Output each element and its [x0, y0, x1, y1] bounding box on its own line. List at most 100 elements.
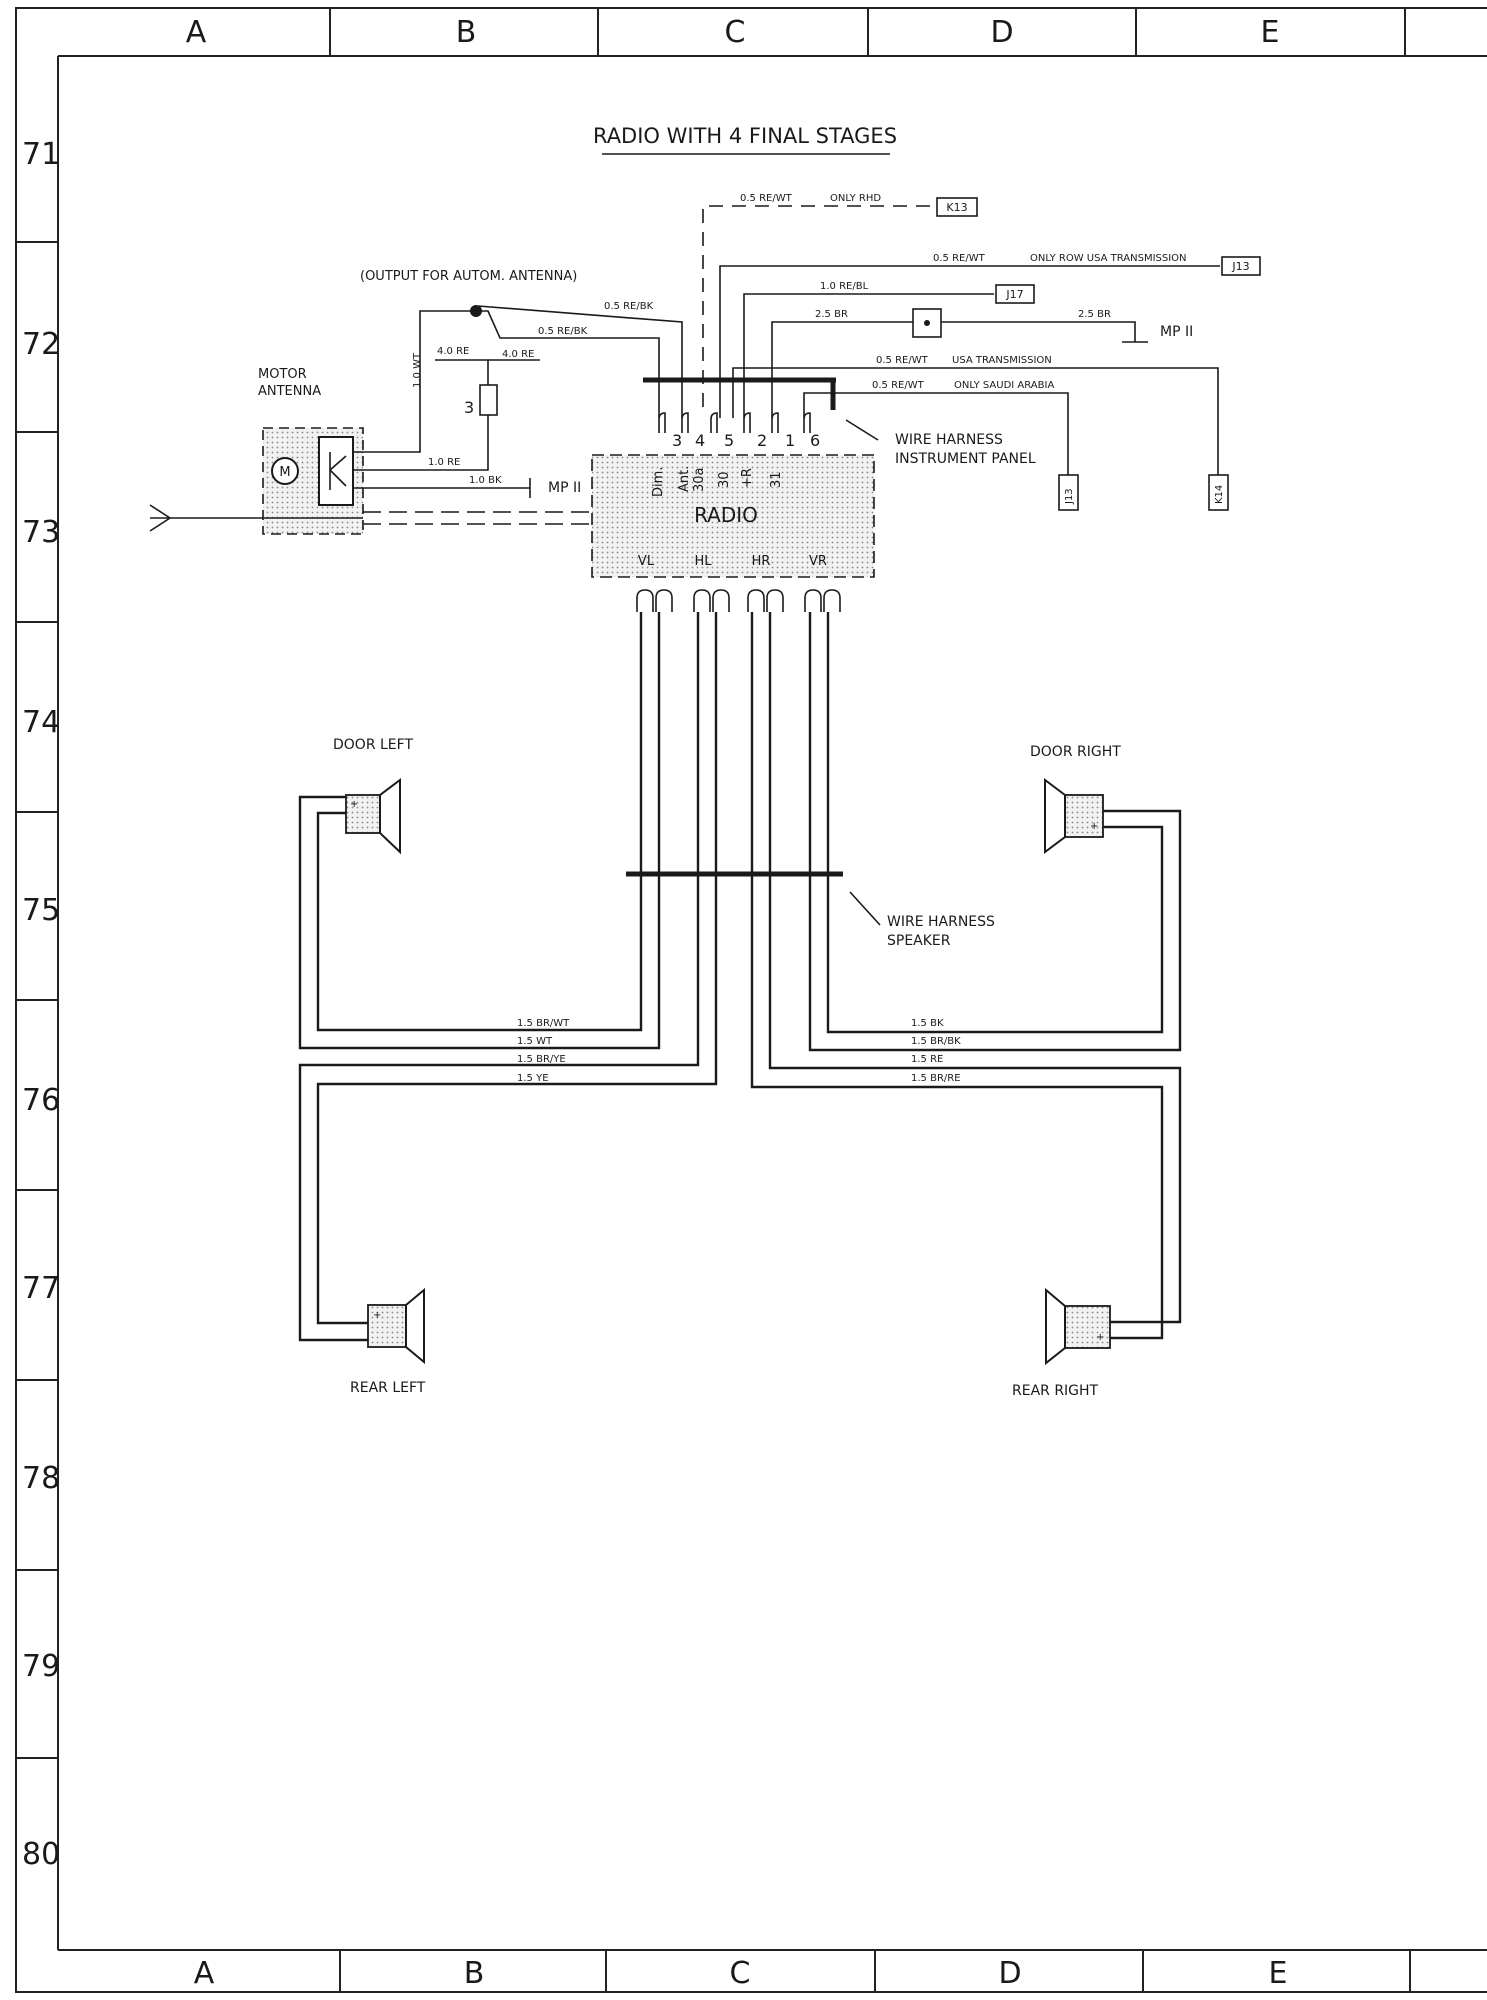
wire-label: ONLY RHD: [830, 193, 881, 204]
connector-j13-top: [1221, 256, 1261, 276]
wire-label: 2.5 BR: [815, 309, 848, 320]
wire-label: 0.5 RE/BK: [538, 326, 588, 337]
row-label: 74: [22, 705, 60, 740]
column-label-top: B: [456, 15, 477, 50]
wire-label: 1.5 RE: [911, 1054, 943, 1065]
connector-j17: [995, 284, 1035, 304]
wire-label: 0.5 RE/BK: [604, 301, 654, 312]
connector-k13: [936, 197, 978, 217]
wire-label: 0.5 RE/WT: [933, 253, 986, 264]
row-label: 71: [22, 137, 60, 172]
row-label: 72: [22, 327, 60, 362]
wire-label: 4.0 RE: [437, 346, 469, 357]
ground-label: MP II: [548, 480, 581, 496]
connector-label: J17: [1005, 288, 1023, 301]
connector-k14: [1208, 474, 1229, 511]
wire-label: 1.5 BK: [911, 1018, 944, 1029]
speaker-label: DOOR LEFT: [333, 737, 413, 753]
sheet-frame: [15, 7, 1487, 1993]
wire-label: 4.0 RE: [502, 349, 534, 360]
radio-pins-top: 3 4 5 2 1 6: [658, 412, 820, 450]
wire-label: 1.5 WT: [517, 1036, 553, 1047]
speaker-label: DOOR RIGHT: [1030, 744, 1121, 760]
connector-label: J13: [1064, 488, 1075, 505]
wire-label: 1.5 YE: [517, 1073, 549, 1084]
diagram-text: +: [373, 1310, 381, 1321]
column-label-top: D: [990, 15, 1013, 50]
radio-pin-number: 1: [785, 431, 795, 450]
radio-pin-number: 2: [757, 431, 767, 450]
wire-label: USA TRANSMISSION: [952, 355, 1052, 366]
diagram-text: M: [279, 465, 290, 480]
radio-pin-number: 6: [810, 431, 820, 450]
wire-label: 1.5 BR/WT: [517, 1018, 570, 1029]
row-label: 75: [22, 893, 60, 928]
column-label-bottom: D: [998, 1956, 1021, 1991]
wire-label: 1.5 BR/BK: [911, 1036, 961, 1047]
output-note: (OUTPUT FOR AUTOM. ANTENNA): [360, 269, 577, 284]
speaker-door-left: DOOR LEFT +: [333, 737, 413, 855]
row-label: 78: [22, 1461, 60, 1496]
top-wires: 0.5 RE/WT ONLY RHD K13 0.5 RE/WT ONLY RO…: [360, 193, 1261, 511]
wire-label: 2.5 BR: [1078, 309, 1111, 320]
wire-label: 1.0 RE/BL: [820, 281, 869, 292]
ground-label: MP II: [1160, 324, 1193, 340]
speaker-label: REAR RIGHT: [1012, 1383, 1099, 1399]
radio-pin-label: 31: [769, 471, 784, 488]
harness-label: WIRE HARNESS: [887, 914, 995, 930]
harness-label: INSTRUMENT PANEL: [895, 451, 1036, 467]
wire-label: 1.0 WT: [412, 352, 423, 388]
fuse-label: 3: [464, 398, 474, 417]
splice-box: [912, 308, 942, 338]
radio-pin-number: 3: [672, 431, 682, 450]
wire-label: 0.5 RE/WT: [876, 355, 929, 366]
radio-label: RADIO: [694, 503, 758, 527]
wire-label: ONLY SAUDI ARABIA: [954, 380, 1054, 391]
harness-label: SPEAKER: [887, 933, 951, 949]
radio-pin-label: +R: [740, 468, 755, 488]
radio-pin-label: 30: [717, 471, 732, 488]
diagram-text: +: [1096, 1332, 1104, 1343]
speaker-wiring: WIRE HARNESS SPEAKER 1.5 BR/WT 1.5 WT 1.…: [298, 612, 1182, 1342]
speaker-door-right: DOOR RIGHT +: [1030, 744, 1121, 854]
harness-label: WIRE HARNESS: [895, 432, 1003, 448]
motor-antenna: MOTOR ANTENNA M 1.0 WT 1.0 RE 1.0 BK MP …: [149, 310, 592, 535]
radio-pin-number: 4: [695, 431, 705, 450]
row-label: 73: [22, 515, 60, 550]
speaker-label: REAR LEFT: [350, 1380, 426, 1396]
column-label-bottom: B: [464, 1956, 485, 1991]
radio-pin-label: Dim.: [651, 467, 666, 497]
row-labels: 71 72 73 74 75 76 77 78 79 80: [22, 137, 60, 1872]
column-label-top: C: [725, 15, 746, 50]
connector-label: K13: [946, 201, 967, 214]
column-labels: A B C D E A B C D E: [186, 15, 1288, 1991]
wire-label: 0.5 RE/WT: [740, 193, 793, 204]
row-label: 80: [22, 1837, 60, 1872]
radio-output-label: VR: [809, 554, 827, 569]
column-label-top: A: [186, 15, 207, 50]
motor-antenna-label: MOTOR: [258, 367, 307, 382]
wire-label: 0.5 RE/WT: [872, 380, 925, 391]
radio-output-label: HR: [752, 554, 771, 569]
diagram-title: RADIO WITH 4 FINAL STAGES: [593, 124, 897, 148]
wire-label: ONLY ROW USA TRANSMISSION: [1030, 253, 1187, 264]
column-label-bottom: E: [1269, 1956, 1288, 1991]
wire-label: 1.5 BR/RE: [911, 1073, 961, 1084]
radio-pin-label: 30a: [692, 467, 707, 492]
connector-label: K14: [1214, 485, 1225, 504]
column-label-top: E: [1261, 15, 1280, 50]
diagram-text: +: [1090, 821, 1098, 832]
radio-output-label: VL: [638, 554, 655, 569]
connector-j13-bottom: [1058, 474, 1079, 511]
connector-label: J13: [1231, 260, 1249, 273]
radio-pins-bottom: [636, 589, 841, 612]
row-label: 76: [22, 1083, 60, 1118]
radio-pin-number: 5: [724, 431, 734, 450]
radio-pin-label: Ant.: [677, 466, 692, 492]
wire-label: 1.0 RE: [428, 457, 460, 468]
motor-antenna-label: ANTENNA: [258, 384, 321, 399]
diagram-text: +: [350, 799, 358, 810]
speaker-rear-right: + REAR RIGHT: [1012, 1287, 1111, 1399]
